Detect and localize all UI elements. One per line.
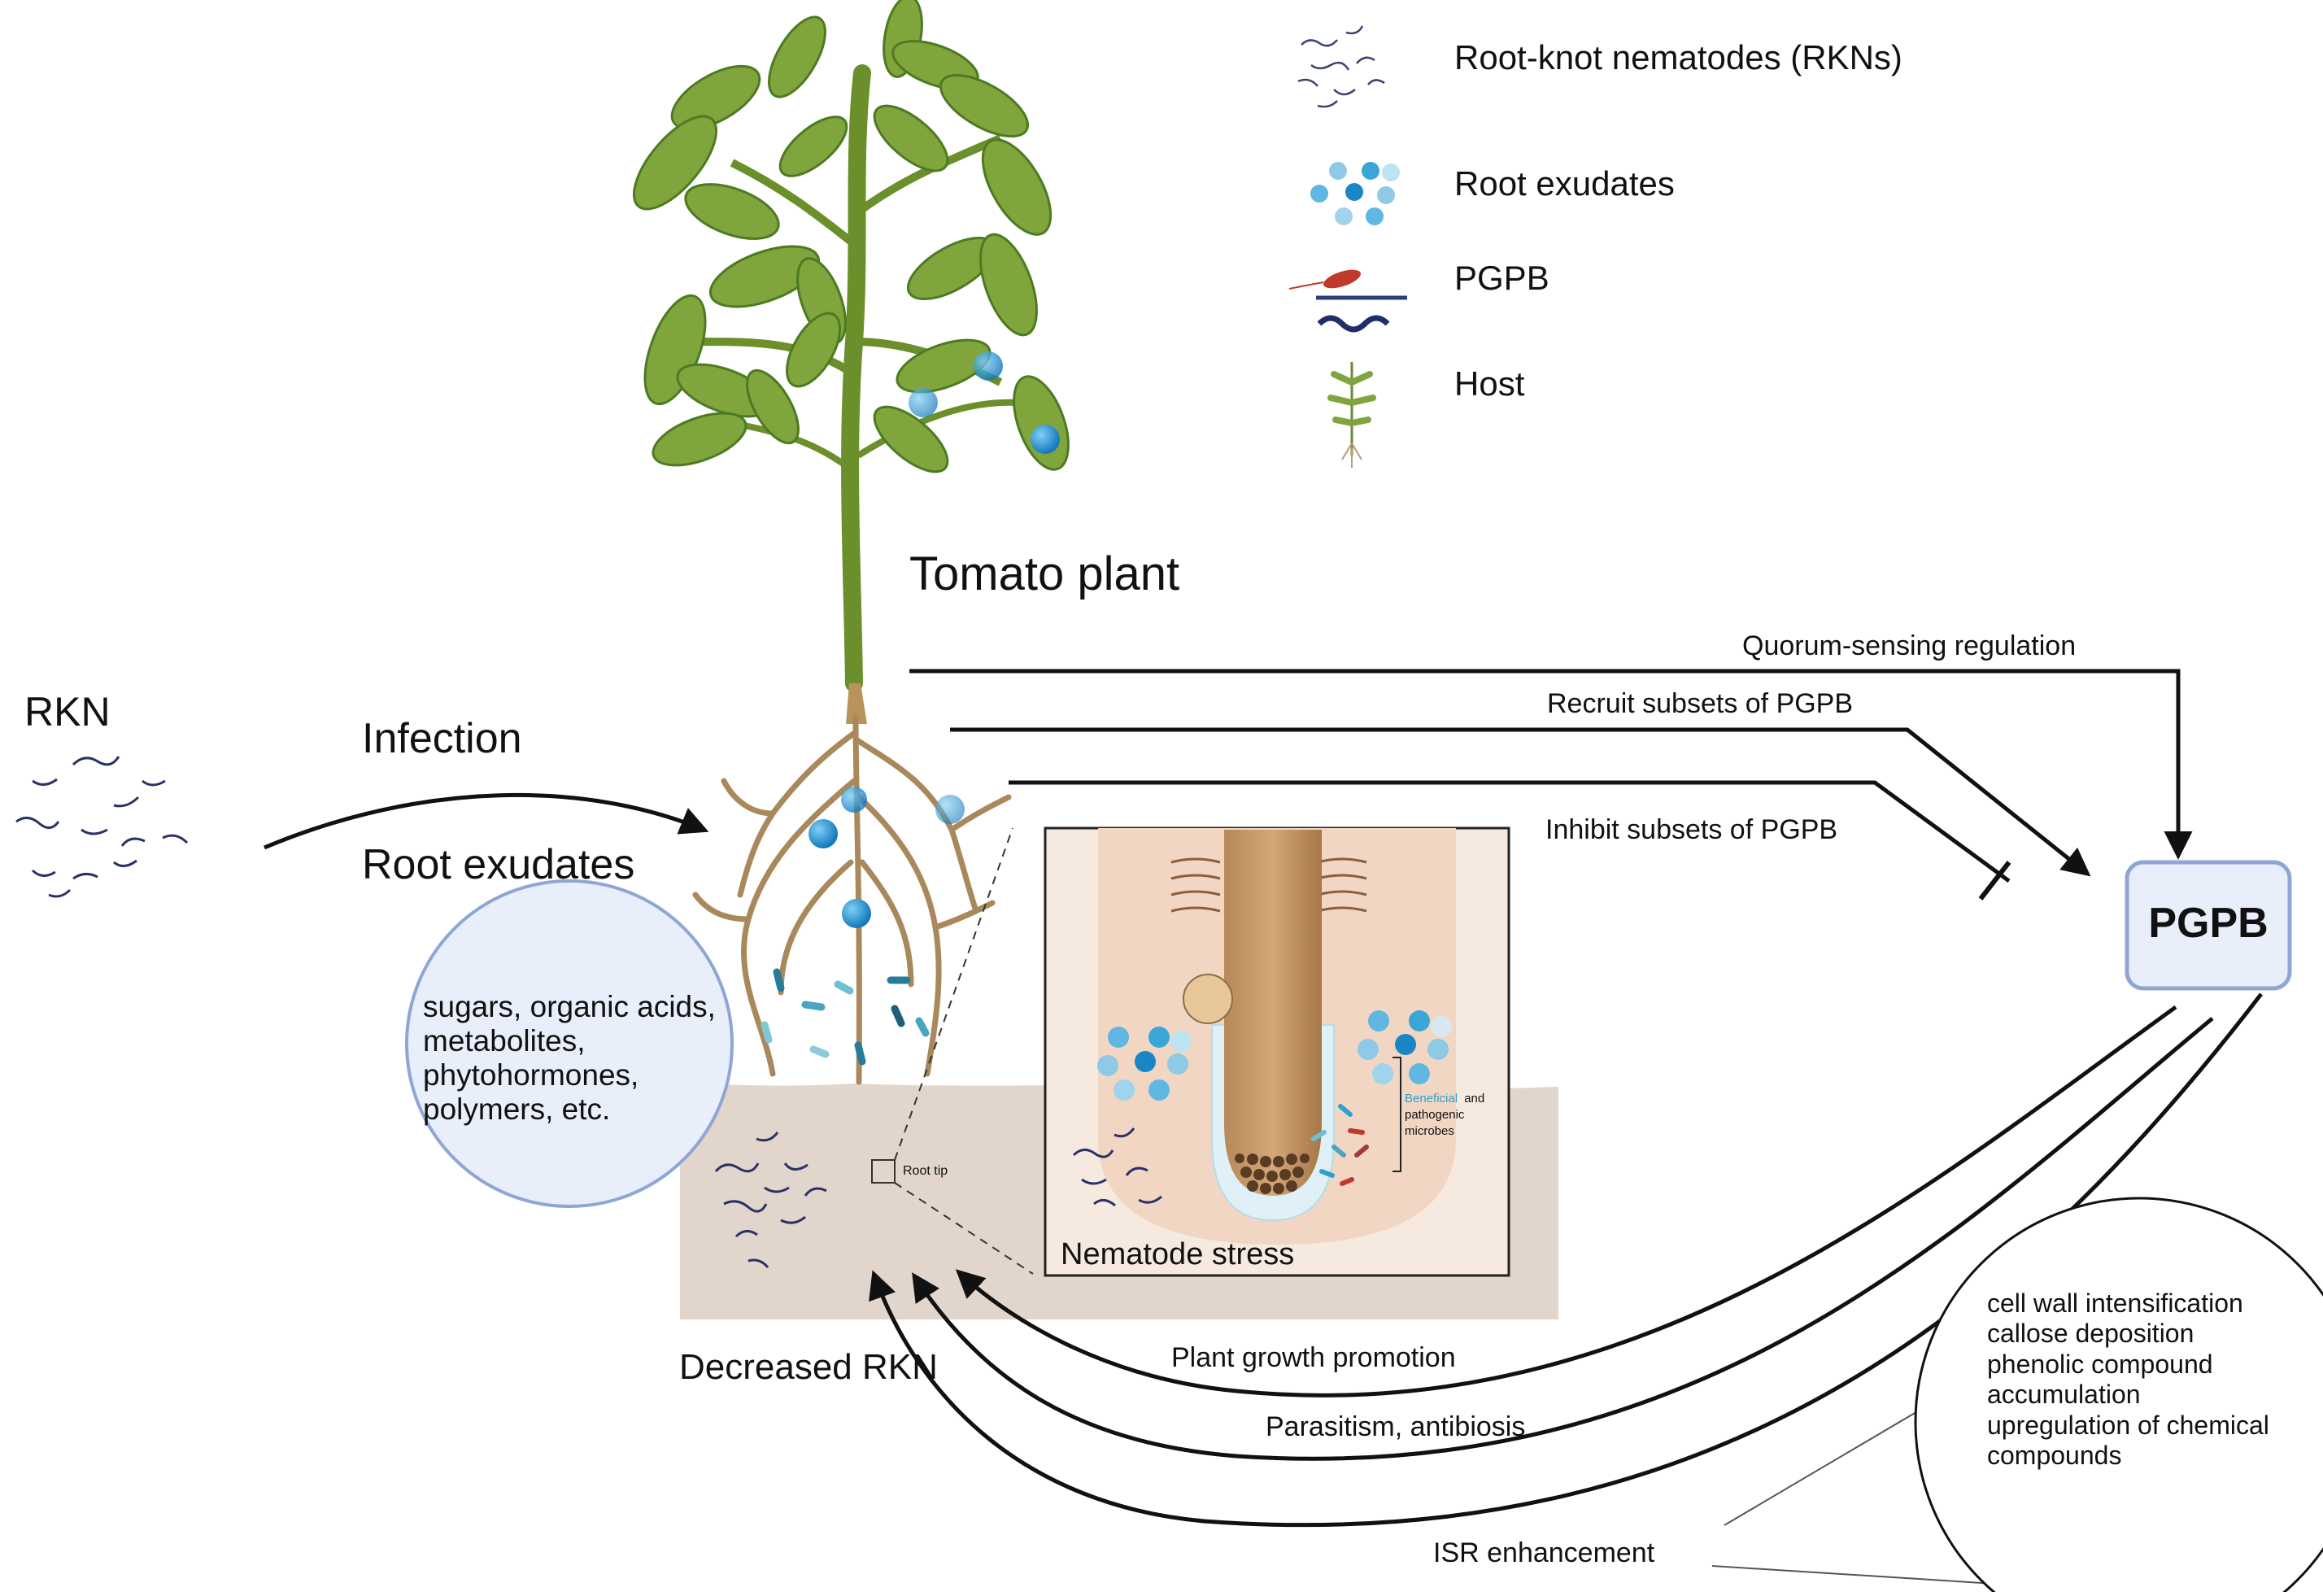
legend-exudates-label: Root exudates (1454, 164, 1675, 203)
recruit-label: Recruit subsets of PGPB (1547, 688, 1853, 719)
microbes-note: Beneficial and (1405, 1092, 1484, 1105)
rkn-nematodes (15, 756, 189, 898)
legend-exudate-icon (1310, 162, 1400, 225)
quorum-arrow: Quorum-sensing regulation (909, 630, 2193, 860)
microbes-note-pathogenic: pathogenic (1405, 1108, 1465, 1122)
microbes-note-microbes: microbes (1405, 1124, 1454, 1138)
legend-rkn-label: Root-knot nematodes (RKNs) (1454, 38, 1902, 76)
growth-arrow (955, 1005, 2177, 1398)
parasitism-label: Parasitism, antibiosis (1266, 1411, 1525, 1442)
inhibit-label: Inhibit subsets of PGPB (1545, 814, 1837, 845)
isr-line-1: cell wall intensification (1987, 1289, 2243, 1318)
recruit-arrow: Recruit subsets of PGPB (950, 688, 2091, 877)
pgpb-box-label: PGPB (2148, 900, 2268, 947)
infection-label: Infection (362, 715, 522, 762)
isr-arrow (869, 992, 2263, 1528)
tomato-plant-label: Tomato plant (909, 547, 1179, 600)
legend: Root-knot nematodes (RKNs) Root exudates… (1288, 25, 1902, 468)
exudate-line-4: polymers, etc. (423, 1092, 610, 1126)
isr-detail-circle: cell wall intensification callose deposi… (1711, 1197, 2323, 1596)
tomato-plant (632, 0, 1070, 1085)
isr-line-3: phenolic compound (1987, 1350, 2213, 1379)
rkn-title: RKN (24, 689, 111, 735)
root-tip-label: Root tip (903, 1164, 948, 1178)
nematode-stress-label: Nematode stress (1061, 1237, 1294, 1271)
legend-nematode-icon (1297, 25, 1385, 108)
parasitism-arrow (912, 1017, 2214, 1461)
decreased-rkn-label: Decreased RKN (679, 1347, 938, 1387)
isr-line-4: accumulation (1987, 1380, 2141, 1409)
exudate-line-2: metabolites, (423, 1024, 586, 1057)
exudate-line-1: sugars, organic acids, (423, 990, 716, 1023)
legend-host-label: Host (1454, 364, 1525, 403)
exudate-line-3: phytohormones, (423, 1058, 638, 1092)
isr-line-6: compounds (1987, 1441, 2121, 1470)
soil-nematodes (714, 1132, 827, 1268)
exudate-circle: sugars, organic acids, metabolites, phyt… (405, 879, 734, 1208)
infection-arrow (264, 792, 709, 850)
legend-host-icon (1327, 362, 1376, 468)
isr-line-2: callose deposition (1987, 1319, 2194, 1348)
root-tip-marker (871, 1159, 896, 1184)
root-exudates-label: Root exudates (362, 841, 634, 888)
isr-label: ISR enhancement (1433, 1537, 1655, 1568)
quorum-label: Quorum-sensing regulation (1742, 630, 2076, 661)
isr-line-5: upregulation of chemical (1987, 1411, 2269, 1440)
nematode-stress-inset: Beneficial and pathogenic microbes Nemat… (1044, 826, 1510, 1277)
growth-label: Plant growth promotion (1171, 1342, 1456, 1373)
legend-pgpb-label: PGPB (1454, 259, 1549, 297)
pgpb-box: PGPB (2125, 860, 2292, 991)
inhibit-arrow: Inhibit subsets of PGPB (1009, 780, 2011, 900)
legend-pgpb-icon (1288, 269, 1407, 333)
